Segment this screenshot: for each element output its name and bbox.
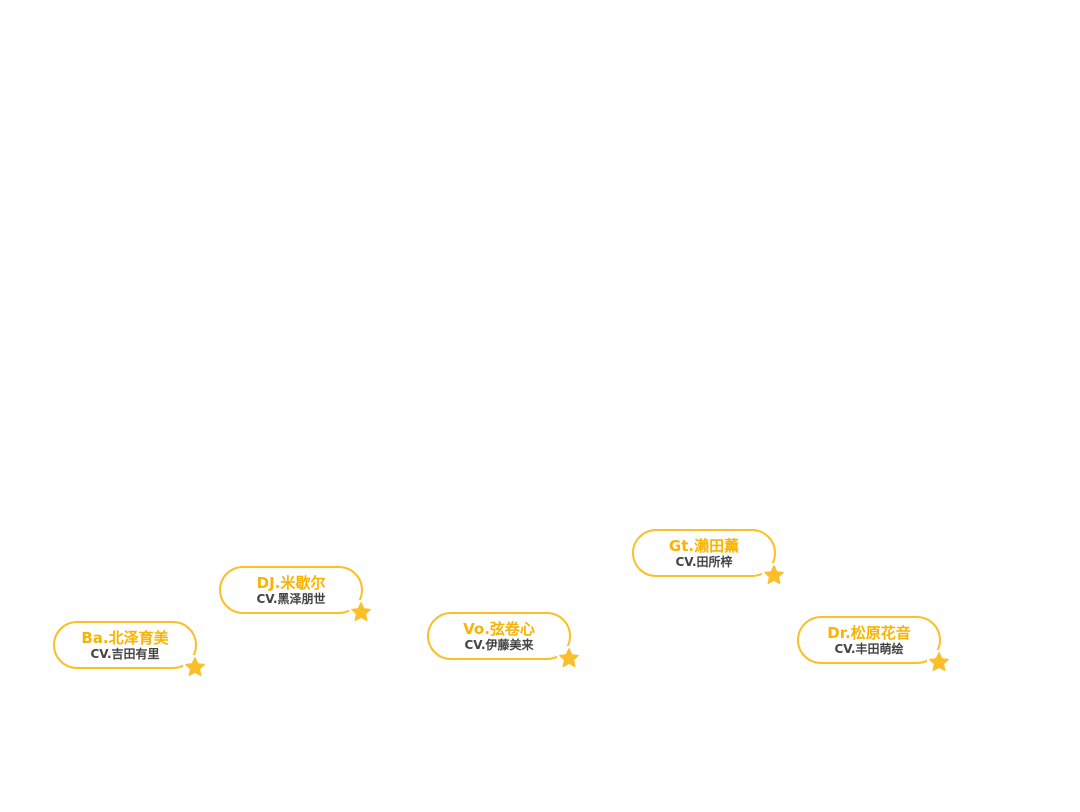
star-icon (762, 563, 786, 587)
member-tag-dj: DJ.米歇尔 CV.黑泽朋世 (219, 566, 373, 624)
member-name: Vo.弦卷心 (463, 620, 535, 638)
member-tag-guitar: Gt.濑田薰 CV.田所梓 (632, 529, 786, 587)
member-name: Gt.濑田薰 (668, 537, 740, 555)
member-tag-drums: Dr.松原花音 CV.丰田萌绘 (797, 616, 951, 674)
star-icon (183, 655, 207, 679)
voice-actor: CV.吉田有里 (90, 647, 160, 661)
star-icon (557, 646, 581, 670)
member-name: Ba.北泽育美 (81, 629, 169, 647)
member-name: DJ.米歇尔 (256, 574, 326, 592)
star-icon (349, 600, 373, 624)
voice-actor: CV.田所梓 (675, 555, 733, 569)
member-tag-vocal: Vo.弦卷心 CV.伊藤美来 (427, 612, 581, 670)
voice-actor: CV.伊藤美来 (464, 638, 534, 652)
member-tag-bassist: Ba.北泽育美 CV.吉田有里 (53, 621, 207, 679)
voice-actor: CV.黑泽朋世 (256, 592, 326, 606)
voice-actor: CV.丰田萌绘 (834, 642, 904, 656)
member-name: Dr.松原花音 (827, 624, 911, 642)
star-icon (927, 650, 951, 674)
